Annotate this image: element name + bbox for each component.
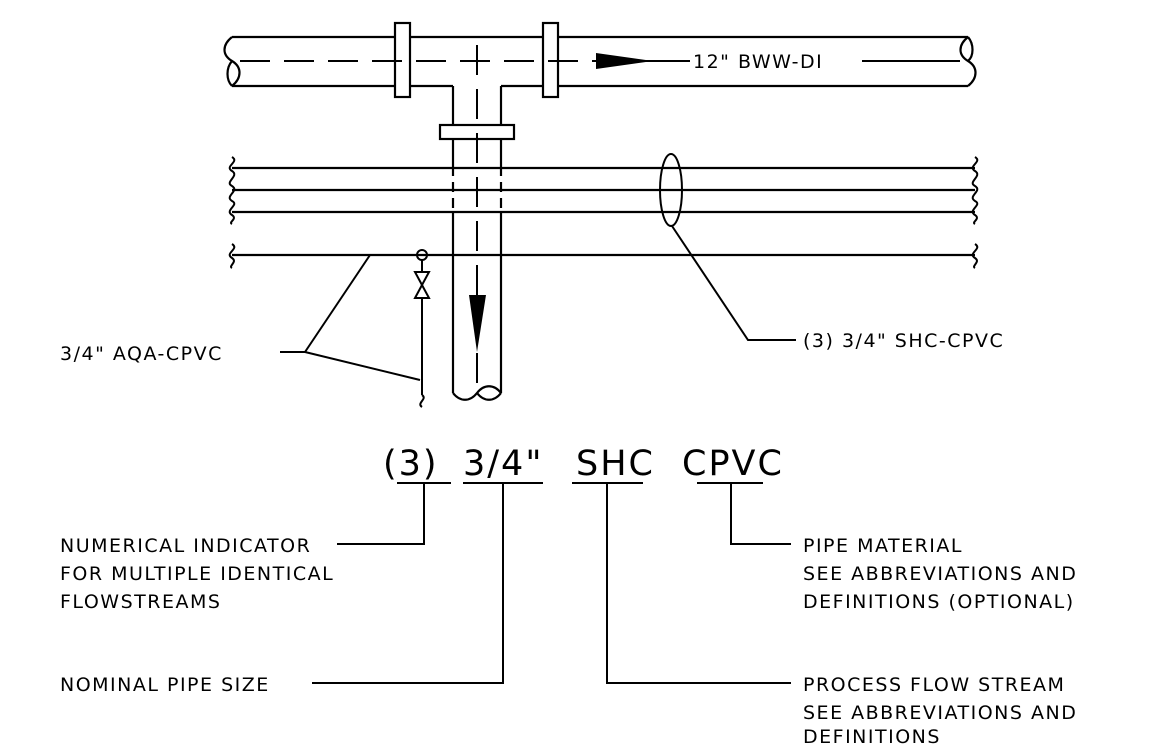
- stream-description: PROCESS FLOW STREAM SEE ABBREVIATIONS AN…: [803, 674, 1077, 748]
- count-leader: [337, 483, 425, 545]
- tee-branch: [438, 45, 516, 401]
- aqa-leaders: [280, 254, 421, 381]
- stream-desc-line: SEE ABBREVIATIONS AND: [803, 702, 1077, 724]
- bundle-leader: [671, 225, 796, 341]
- material-leader: [730, 483, 791, 545]
- small-branch-valve: [413, 249, 431, 408]
- legend-size: 3/4": [463, 444, 543, 484]
- legend: (3) 3/4" SHC CPVC: [312, 444, 791, 684]
- legend-material: CPVC: [682, 444, 784, 484]
- count-desc-line: FLOWSTREAMS: [60, 591, 221, 613]
- material-description: PIPE MATERIAL SEE ABBREVIATIONS AND DEFI…: [803, 535, 1077, 613]
- material-desc-line: PIPE MATERIAL: [803, 535, 963, 557]
- size-desc-line: NOMINAL PIPE SIZE: [60, 674, 270, 696]
- aqa-label: 3/4" AQA-CPVC: [60, 343, 223, 365]
- count-desc-line: NUMERICAL INDICATOR: [60, 535, 311, 557]
- legend-count: (3): [383, 444, 439, 484]
- size-description: NOMINAL PIPE SIZE: [60, 674, 270, 696]
- count-desc-line: FOR MULTIPLE IDENTICAL: [60, 563, 334, 585]
- bundle-label: (3) 3/4" SHC-CPVC: [803, 330, 1004, 352]
- bundle-ellipse: [659, 153, 683, 227]
- pipe-bundle: [228, 153, 979, 269]
- material-desc-line: SEE ABBREVIATIONS AND: [803, 563, 1077, 585]
- main-pipe: [223, 21, 977, 99]
- size-leader: [312, 483, 504, 684]
- flow-arrow-down: [469, 295, 486, 352]
- stream-desc-line: DEFINITIONS: [803, 726, 941, 747]
- legend-stream: SHC: [576, 444, 655, 484]
- stream-desc-line: PROCESS FLOW STREAM: [803, 674, 1065, 696]
- material-desc-line: DEFINITIONS (OPTIONAL): [803, 591, 1075, 613]
- count-description: NUMERICAL INDICATOR FOR MULTIPLE IDENTIC…: [60, 535, 334, 613]
- main-pipe-label: 12" BWW-DI: [693, 51, 823, 73]
- stream-leader: [606, 483, 791, 684]
- flow-arrow-right: [596, 53, 653, 69]
